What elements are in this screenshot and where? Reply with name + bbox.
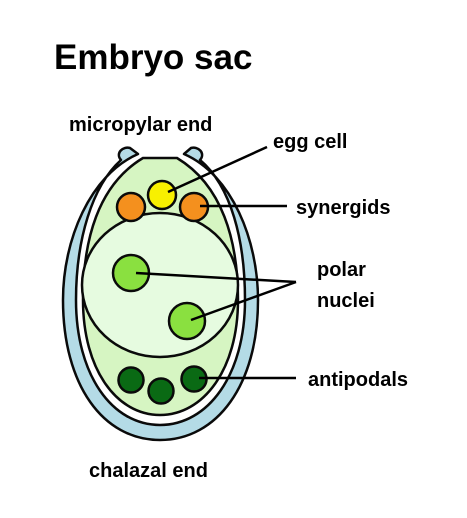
polar-nucleus-lower [167, 301, 207, 341]
polar-nucleus-upper-leader [135, 271, 297, 284]
egg-cell [146, 179, 178, 211]
synergid-left [115, 191, 147, 223]
diagram-title: Embryo sac [54, 38, 252, 77]
chalazal-end-label: chalazal end [89, 460, 208, 482]
central-cell [80, 211, 240, 359]
synergids-label: synergids [296, 197, 390, 219]
micropylar-end-label: micropylar end [69, 114, 212, 136]
antipodal-middle [147, 377, 175, 405]
polar-nuclei-label-line2: nuclei [317, 290, 375, 312]
antipodals-label: antipodals [308, 369, 408, 391]
integument [61, 146, 260, 442]
polar-nuclei-label-line1: polar [317, 259, 366, 281]
antipodal-left [117, 366, 145, 394]
egg-cell-leader [167, 145, 268, 194]
leader-lines [135, 145, 297, 380]
egg-cell-label: egg cell [273, 131, 347, 153]
polar-nucleus-lower-leader [190, 280, 297, 322]
